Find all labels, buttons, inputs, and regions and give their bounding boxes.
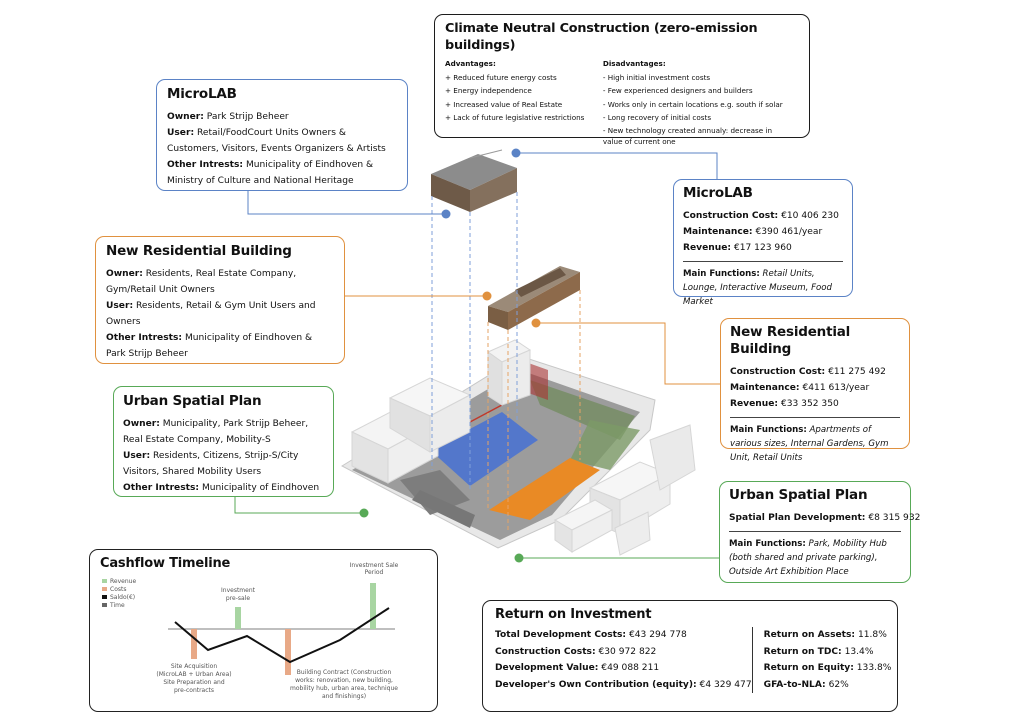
legend-swatch xyxy=(102,579,107,583)
annotation-site: Site Preparation and xyxy=(163,679,224,686)
residential-stakeholders-card: New Residential Building Owner: Resident… xyxy=(95,236,345,364)
residential-footprint xyxy=(489,458,600,520)
urban-plan-stakeholders-card: Urban Spatial Plan Owner: Municipality, … xyxy=(113,386,334,497)
advantages-heading: Advantages: xyxy=(445,59,496,68)
legend-label: Time xyxy=(109,602,125,609)
cashflow-timeline-card: Cashflow Timeline Revenue Costs Saldo(€)… xyxy=(89,549,438,712)
annotation-building: works: renovation, new building, xyxy=(295,677,393,684)
legend-label: Saldo(€) xyxy=(110,594,135,601)
annotation-building: mobility hub, urban area, technique xyxy=(290,685,398,692)
legend-swatch xyxy=(102,595,107,599)
cashflow-title: Cashflow Timeline xyxy=(100,556,231,571)
disadvantage-item: - High initial investment costs xyxy=(602,72,711,82)
revenue-bar-sale xyxy=(370,583,376,629)
disadvantages-list: Disadvantages: - High initial investment… xyxy=(603,57,799,147)
urban-plan-title: Urban Spatial Plan xyxy=(729,487,868,503)
residential-financials-card: New Residential Building Construction Co… xyxy=(720,318,910,463)
annotation-building: and finishings) xyxy=(322,693,366,700)
legend-swatch xyxy=(102,587,107,591)
advantages-list: Advantages: + Reduced future energy cost… xyxy=(445,57,603,147)
residential-building xyxy=(488,266,580,330)
annotation-sale: Investment Sale xyxy=(350,562,399,569)
annotation-site: Site Acquisition xyxy=(171,663,217,670)
residential-title: New Residential Building xyxy=(730,324,851,357)
microlab-title: MicroLAB xyxy=(683,185,753,201)
revenue-bar-presale xyxy=(235,607,241,629)
legend-label: Costs xyxy=(110,586,126,593)
cost-bar-site xyxy=(191,629,197,659)
disadvantage-item: - Few experienced designers and builders xyxy=(602,86,753,95)
advantage-item: + Energy independence xyxy=(445,86,532,95)
annotation-sale: Period xyxy=(365,569,384,576)
microlab-title: MicroLAB xyxy=(167,86,237,102)
connector-dots xyxy=(359,148,541,563)
annotation-presale: pre-sale xyxy=(226,595,250,602)
microlab-building xyxy=(431,149,517,212)
urban-plan-financials-card: Urban Spatial Plan Spatial Plan Developm… xyxy=(719,481,920,583)
advantage-item: + Increased value of Real Estate xyxy=(445,99,563,109)
cashflow-legend: Revenue Costs Saldo(€) Time xyxy=(102,578,136,609)
projection-lines xyxy=(431,192,581,530)
annotation-presale: Investment xyxy=(221,587,256,594)
roi-returns-list: Return on Assets: 11.8% Return on TDC: 1… xyxy=(763,630,892,690)
cashflow-chart: Revenue Costs Saldo(€) Time Investment S… xyxy=(102,562,399,700)
return-on-investment-card: Return on Investment Total Development C… xyxy=(482,600,898,712)
saldo-line xyxy=(174,607,390,664)
microlab-stakeholders-card: MicroLAB Owner: Park Strijp Beheer User:… xyxy=(156,79,408,191)
urban-plan-title: Urban Spatial Plan xyxy=(123,393,262,409)
disadvantage-item: - Works only in certain locations e.g. s… xyxy=(602,99,783,109)
microlab-footprint xyxy=(430,412,538,486)
cost-bar-building xyxy=(285,629,291,675)
annotation-building: Building Contract (Construction xyxy=(297,669,392,676)
advantage-item: + Lack of future legislative restriction… xyxy=(445,113,585,122)
residential-title: New Residential Building xyxy=(106,243,292,259)
climate-neutral-card: Climate Neutral Construction (zero-emiss… xyxy=(434,14,810,146)
connectors xyxy=(234,152,720,559)
climate-title: Climate Neutral Construction (zero-emiss… xyxy=(445,21,758,53)
disadvantage-item: - Long recovery of initial costs xyxy=(602,113,712,122)
site-plan xyxy=(340,339,696,556)
legend-swatch xyxy=(102,603,107,607)
disadvantage-item: value of current one xyxy=(602,136,676,146)
advantage-item: + Reduced future energy costs xyxy=(445,72,557,82)
disadvantage-item: - New technology created annualy: decrea… xyxy=(602,125,773,135)
disadvantages-heading: Disadvantages: xyxy=(602,59,666,68)
legend-label: Revenue xyxy=(110,578,136,585)
roi-costs-list: Total Development Costs: €43 294 778 Con… xyxy=(495,627,753,693)
annotation-site: pre-contracts xyxy=(174,687,214,694)
annotation-site: (MicroLAB + Urban Area) xyxy=(156,671,231,678)
microlab-financials-card: MicroLAB Construction Cost: €10 406 230 … xyxy=(673,179,853,307)
roi-title: Return on Investment xyxy=(495,607,652,622)
